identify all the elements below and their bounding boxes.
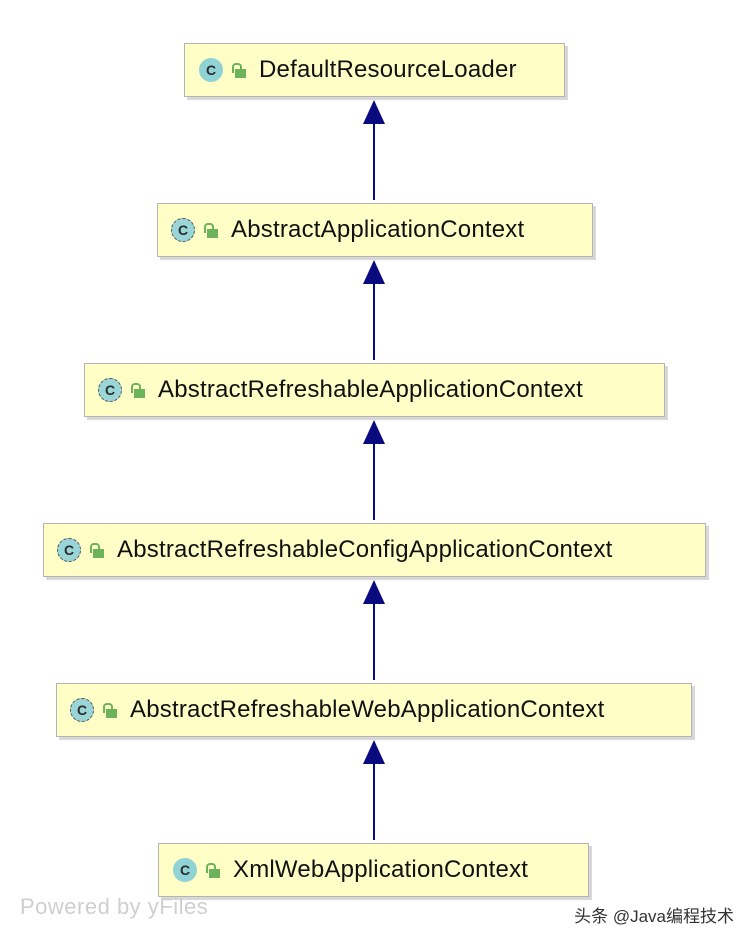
abstract-class-icon: C [70, 698, 94, 722]
source-watermark: 头条 @Java编程技术 [574, 907, 734, 926]
edge-5 [363, 740, 385, 840]
arrowhead-icon [363, 100, 385, 124]
class-node-abstract-application-context[interactable]: C AbstractApplicationContext [157, 203, 593, 257]
edge-4 [363, 580, 385, 680]
unlocked-public-icon [90, 542, 105, 558]
class-name: AbstractApplicationContext [231, 216, 525, 243]
class-icon: C [173, 858, 197, 882]
class-name: XmlWebApplicationContext [233, 856, 529, 883]
class-icon: C [199, 58, 223, 82]
class-name: AbstractRefreshableConfigApplicationCont… [117, 536, 613, 563]
unlocked-public-icon [232, 62, 247, 78]
arrowhead-icon [363, 420, 385, 444]
class-name: AbstractRefreshableApplicationContext [158, 376, 583, 403]
class-node-abstract-refreshable-application-context[interactable]: C AbstractRefreshableApplicationContext [84, 363, 665, 417]
unlocked-public-icon [131, 382, 146, 398]
abstract-class-icon: C [171, 218, 195, 242]
class-node-abstract-refreshable-config-application-context[interactable]: C AbstractRefreshableConfigApplicationCo… [43, 523, 706, 577]
abstract-class-icon: C [98, 378, 122, 402]
unlocked-public-icon [206, 862, 221, 878]
abstract-class-icon: C [57, 538, 81, 562]
edge-2 [363, 260, 385, 360]
arrowhead-icon [363, 740, 385, 764]
class-node-xml-web-application-context[interactable]: C XmlWebApplicationContext [158, 843, 589, 897]
edge-3 [363, 420, 385, 520]
class-name: AbstractRefreshableWebApplicationContext [130, 696, 605, 723]
unlocked-public-icon [204, 222, 219, 238]
edge-1 [363, 100, 385, 200]
class-node-default-resource-loader[interactable]: C DefaultResourceLoader [184, 43, 565, 97]
class-node-abstract-refreshable-web-application-context[interactable]: C AbstractRefreshableWebApplicationConte… [56, 683, 692, 737]
powered-by-watermark: Powered by yFiles [20, 894, 209, 919]
unlocked-public-icon [103, 702, 118, 718]
arrowhead-icon [363, 260, 385, 284]
class-name: DefaultResourceLoader [259, 56, 517, 83]
arrowhead-icon [363, 580, 385, 604]
